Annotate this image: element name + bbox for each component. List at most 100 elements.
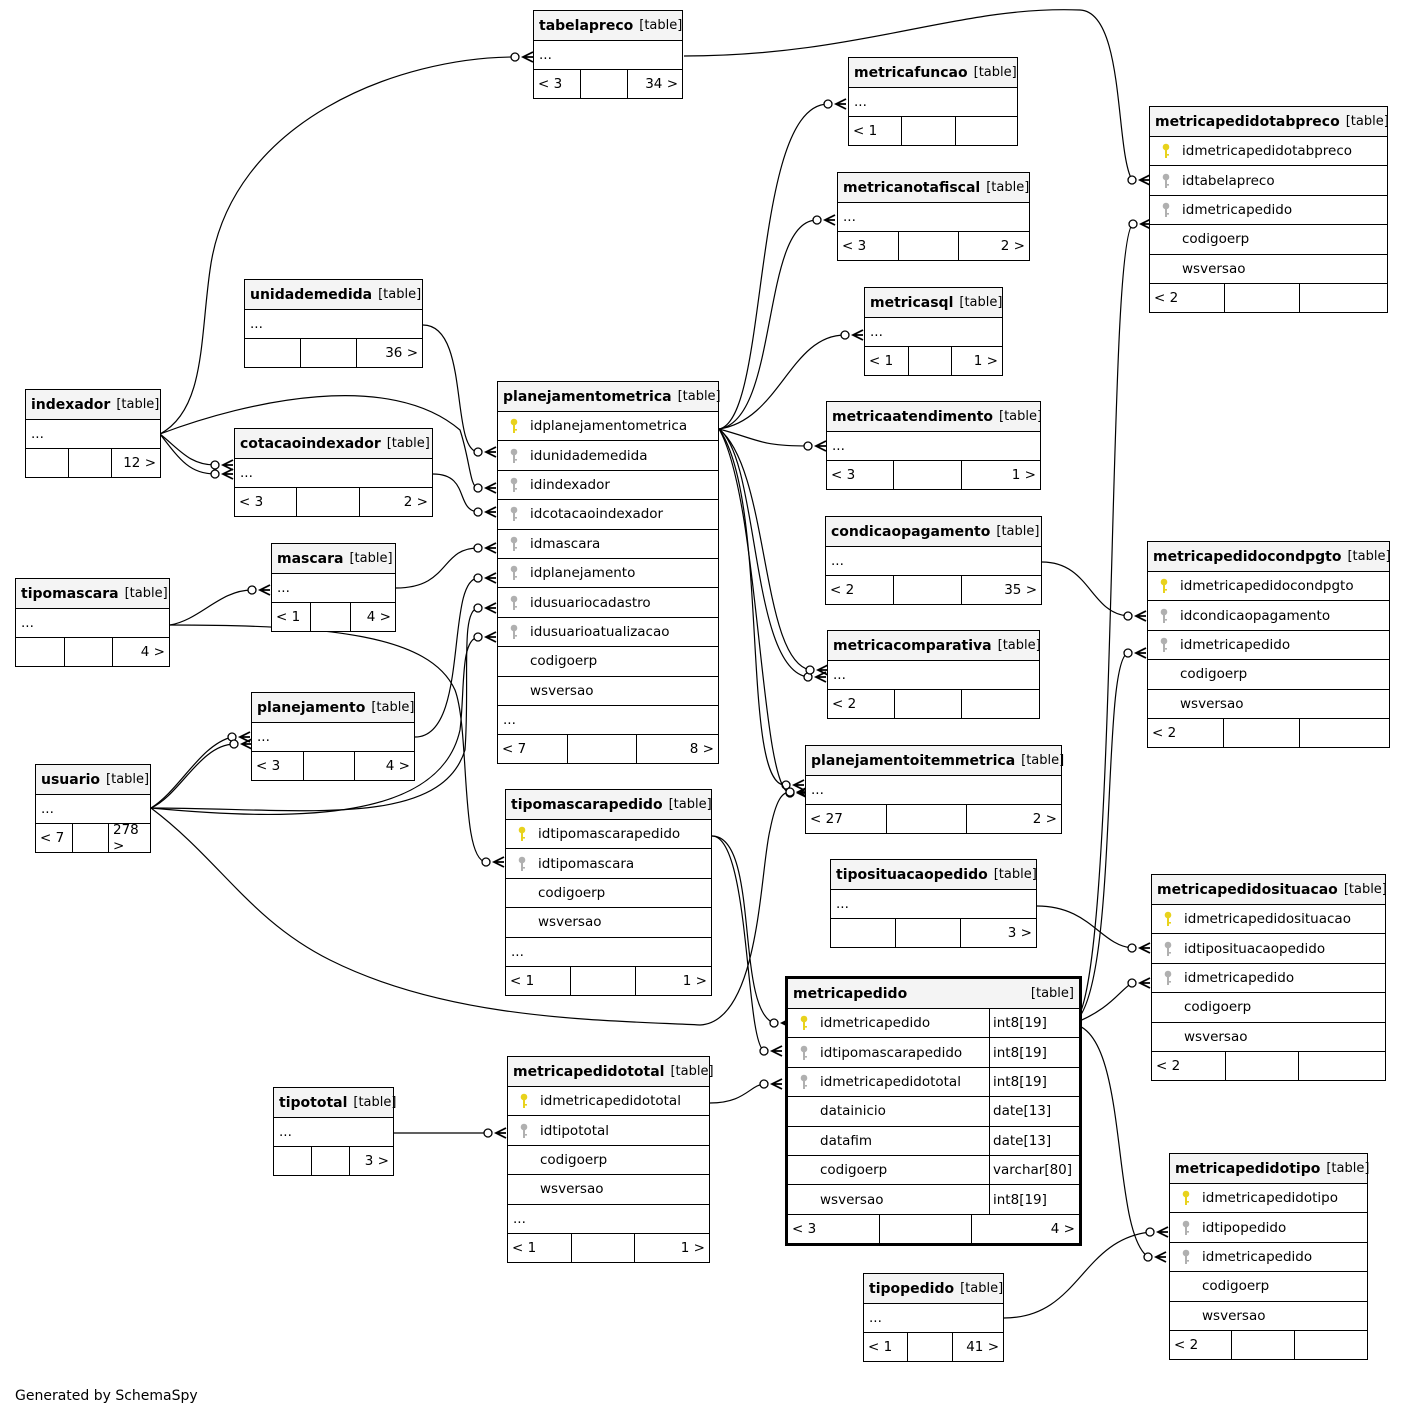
column-row[interactable]: idtipomascarapedido bbox=[506, 820, 711, 850]
table-header[interactable]: metricapedidosituacao[table] bbox=[1152, 875, 1387, 905]
table-header[interactable]: metricasql[table] bbox=[865, 288, 1002, 318]
table-header[interactable]: tipomascara[table] bbox=[16, 579, 169, 609]
table-header[interactable]: planejamentometrica[table] bbox=[498, 382, 721, 412]
column-row[interactable]: idtipototal bbox=[508, 1116, 709, 1146]
column-row[interactable]: codigoerp bbox=[1150, 225, 1387, 255]
column-row[interactable]: idmetricapedidototal bbox=[508, 1087, 709, 1117]
column-row[interactable]: idusuariocadastro bbox=[498, 588, 718, 618]
table-header[interactable]: metricapedidotipo[table] bbox=[1170, 1154, 1369, 1184]
column-row[interactable]: idcotacaoindexador bbox=[498, 500, 718, 530]
column-ellipsis[interactable]: ... bbox=[826, 547, 1041, 577]
column-row[interactable]: idtipopedido bbox=[1170, 1213, 1367, 1243]
column-ellipsis[interactable]: ... bbox=[498, 706, 718, 736]
table-metricafuncao[interactable]: metricafuncao[table]...< 1 bbox=[848, 57, 1018, 147]
column-row[interactable]: idindexador bbox=[498, 471, 718, 501]
column-ellipsis[interactable]: ... bbox=[36, 795, 150, 825]
table-metricapedidocondpgto[interactable]: metricapedidocondpgto[table]idmetricaped… bbox=[1147, 541, 1391, 748]
column-row[interactable]: idtabelapreco bbox=[1150, 166, 1387, 196]
column-row[interactable]: idplanejamentometrica bbox=[498, 412, 718, 442]
column-row[interactable]: wsversao bbox=[498, 677, 718, 706]
column-row[interactable]: codigoerp bbox=[1152, 993, 1385, 1023]
column-row[interactable]: wsversao bbox=[1148, 690, 1389, 719]
table-metricapedidotipo[interactable]: metricapedidotipo[table]idmetricapedidot… bbox=[1169, 1153, 1369, 1360]
table-metricacomparativa[interactable]: metricacomparativa[table]...< 2 bbox=[827, 630, 1041, 720]
table-header[interactable]: planejamentoitemmetrica[table] bbox=[806, 746, 1064, 776]
column-ellipsis[interactable]: ... bbox=[272, 574, 395, 604]
column-ellipsis[interactable]: ... bbox=[806, 776, 1061, 806]
column-ellipsis[interactable]: ... bbox=[831, 890, 1036, 920]
column-ellipsis[interactable]: ... bbox=[827, 432, 1040, 462]
table-header[interactable]: indexador[table] bbox=[26, 390, 160, 420]
table-planejamentometrica[interactable]: planejamentometrica[table]idplanejamento… bbox=[497, 381, 721, 765]
column-ellipsis[interactable]: ... bbox=[838, 203, 1029, 233]
column-ellipsis[interactable]: ... bbox=[865, 318, 1002, 348]
column-row[interactable]: idmetricapedidotabpreco bbox=[1150, 137, 1387, 167]
column-ellipsis[interactable]: ... bbox=[508, 1205, 709, 1234]
table-header[interactable]: mascara[table] bbox=[272, 544, 395, 574]
column-row[interactable]: idmetricapedido bbox=[1150, 196, 1387, 226]
column-row[interactable]: idmetricapedido bbox=[1148, 631, 1389, 661]
table-indexador[interactable]: indexador[table]...12 > bbox=[25, 389, 161, 479]
table-header[interactable]: tabelapreco[table] bbox=[534, 11, 682, 41]
column-row[interactable]: idunidademedida bbox=[498, 441, 718, 471]
table-tiposituacaopedido[interactable]: tiposituacaopedido[table]...3 > bbox=[830, 859, 1037, 949]
table-header[interactable]: tipototal[table] bbox=[274, 1088, 396, 1118]
column-row[interactable]: wsversao bbox=[508, 1175, 709, 1205]
column-ellipsis[interactable]: ... bbox=[849, 88, 1017, 118]
table-header[interactable]: metricapedidotabpreco[table] bbox=[1150, 107, 1389, 137]
column-row[interactable]: codigoerp bbox=[1148, 660, 1389, 690]
column-row[interactable]: idtipomascara bbox=[506, 849, 711, 879]
table-header[interactable]: metricafuncao[table] bbox=[849, 58, 1017, 88]
column-ellipsis[interactable]: ... bbox=[235, 459, 432, 489]
column-row[interactable]: wsversao bbox=[506, 908, 711, 938]
table-header[interactable]: tipomascarapedido[table] bbox=[506, 790, 712, 820]
table-tipomascara[interactable]: tipomascara[table]...4 > bbox=[15, 578, 170, 668]
column-row[interactable]: idmetricapedidosituacao bbox=[1152, 905, 1385, 935]
table-header[interactable]: unidademedida[table] bbox=[245, 280, 422, 310]
table-header[interactable]: metricapedido[table] bbox=[788, 979, 1079, 1009]
table-metricapedidototal[interactable]: metricapedidototal[table]idmetricapedido… bbox=[507, 1056, 714, 1263]
column-row[interactable]: wsversao bbox=[1170, 1302, 1367, 1331]
column-row[interactable]: idtiposituacaopedido bbox=[1152, 934, 1385, 964]
column-row[interactable]: idmetricapedidocondpgto bbox=[1148, 572, 1389, 602]
table-header[interactable]: tipopedido[table] bbox=[864, 1274, 1003, 1304]
table-metricapedidotabpreco[interactable]: metricapedidotabpreco[table]idmetricaped… bbox=[1149, 106, 1389, 313]
column-ellipsis[interactable]: ... bbox=[274, 1118, 393, 1148]
table-header[interactable]: metricaatendimento[table] bbox=[827, 402, 1042, 432]
column-ellipsis[interactable]: ... bbox=[16, 609, 169, 639]
column-row[interactable]: codigoerp bbox=[508, 1146, 709, 1176]
column-ellipsis[interactable]: ... bbox=[245, 310, 422, 340]
table-header[interactable]: metricacomparativa[table] bbox=[828, 631, 1041, 661]
column-ellipsis[interactable]: ... bbox=[828, 661, 1039, 691]
column-ellipsis[interactable]: ... bbox=[534, 41, 682, 71]
column-row[interactable]: codigoerp bbox=[1170, 1272, 1367, 1302]
table-tipototal[interactable]: tipototal[table]...3 > bbox=[273, 1087, 396, 1177]
column-row[interactable]: idmascara bbox=[498, 530, 718, 559]
column-ellipsis[interactable]: ... bbox=[506, 938, 711, 967]
column-row[interactable]: idmetricapedido bbox=[1152, 964, 1385, 994]
column-row[interactable]: idmetricapedidotipo bbox=[1170, 1184, 1367, 1214]
table-unidademedida[interactable]: unidademedida[table]...36 > bbox=[244, 279, 423, 369]
table-metricapedidosituacao[interactable]: metricapedidosituacao[table]idmetricaped… bbox=[1151, 874, 1387, 1081]
table-header[interactable]: tiposituacaopedido[table] bbox=[831, 860, 1037, 890]
column-row[interactable]: idplanejamento bbox=[498, 559, 718, 589]
table-header[interactable]: condicaopagamento[table] bbox=[826, 517, 1041, 547]
column-ellipsis[interactable]: ... bbox=[252, 723, 414, 753]
table-header[interactable]: metricapedidocondpgto[table] bbox=[1148, 542, 1391, 572]
